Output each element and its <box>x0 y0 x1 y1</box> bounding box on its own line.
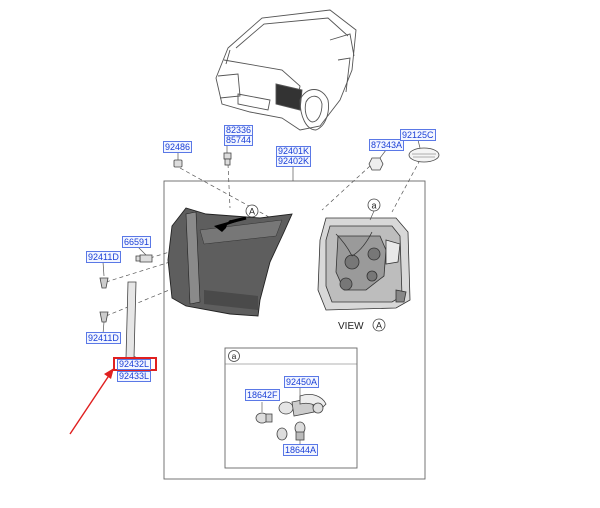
callout-A-lamp: A <box>245 204 259 218</box>
callout-A-lamp-letter: A <box>249 207 255 217</box>
part-label-92125C[interactable]: 92125C <box>400 129 436 141</box>
fastener-82336 <box>223 152 232 166</box>
part-label-92450A[interactable]: 92450A <box>284 376 320 388</box>
view-caption: VIEW <box>338 321 364 332</box>
bulb-socket-parts <box>255 388 327 446</box>
clip-92411D-bottom <box>99 311 109 323</box>
garnish-strip <box>125 281 137 359</box>
part-label-92433L[interactable]: 92433L <box>117 371 152 382</box>
part-label-18642F[interactable]: 18642F <box>245 389 280 401</box>
detail-box-letter: a <box>232 351 237 361</box>
part-label-66591[interactable]: 66591 <box>122 236 152 248</box>
clip-92411D-top <box>99 277 109 289</box>
part-label-18644A[interactable]: 18644A <box>283 444 319 456</box>
view-arrow <box>214 216 247 232</box>
part-label-92486[interactable]: 92486 <box>163 141 193 153</box>
part-label-85744[interactable]: 85744 <box>224 135 254 146</box>
view-caption-callout: A <box>372 318 386 332</box>
fastener-92486 <box>173 159 183 168</box>
detail-box-a <box>224 347 358 469</box>
view-caption-letter: A <box>376 321 382 331</box>
selected-part-highlight <box>113 357 157 371</box>
assembly-frame <box>163 180 426 480</box>
part-label-92411D-bottom[interactable]: 92411D <box>86 332 121 344</box>
lamp-inner-view <box>317 217 411 311</box>
detail-box-callout: a <box>228 350 240 362</box>
part-label-92432L[interactable]: 92432L <box>117 359 152 370</box>
screw-66591 <box>135 254 153 263</box>
rear-combination-lamp <box>167 207 293 317</box>
nut-87343A <box>368 157 384 171</box>
part-label-92411D-top[interactable]: 92411D <box>86 251 121 263</box>
part-label-92402K[interactable]: 92402K <box>276 156 312 167</box>
lens-92125C <box>408 147 440 163</box>
callout-a-lamp-view: a <box>367 198 381 221</box>
vehicle-rear-illustration <box>215 9 357 131</box>
callout-a-lamp-view-letter: a <box>371 201 376 211</box>
part-label-87343A[interactable]: 87343A <box>369 139 405 151</box>
red-pointer-arrow <box>69 368 114 435</box>
